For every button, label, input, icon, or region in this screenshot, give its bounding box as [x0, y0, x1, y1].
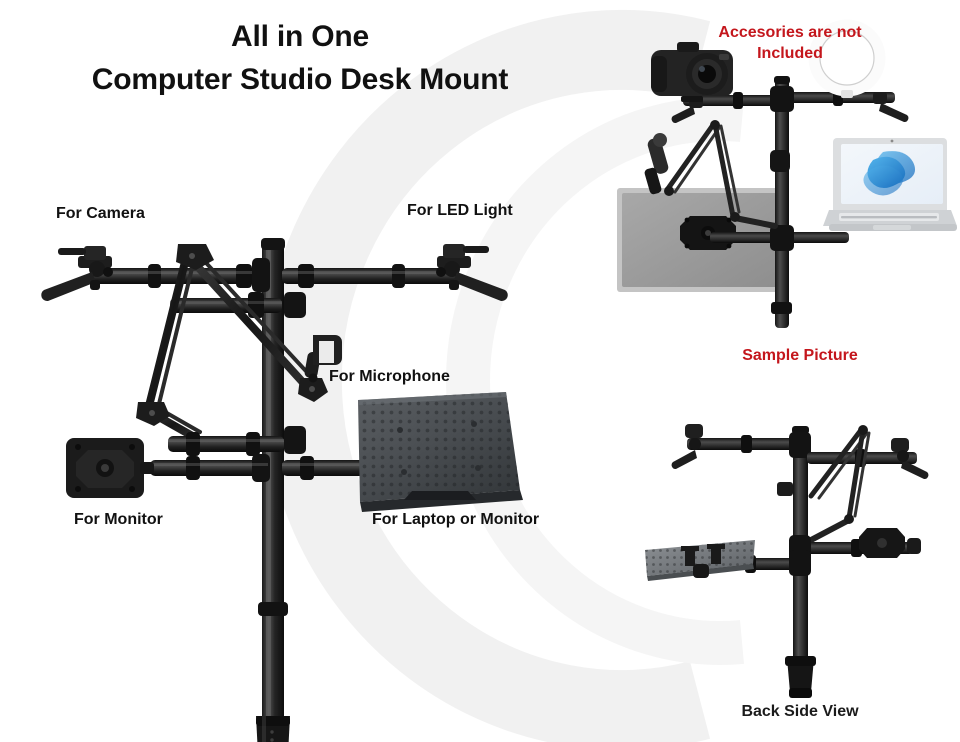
sample-microphone [644, 133, 669, 195]
sample-picture-caption: Sample Picture [742, 347, 858, 364]
callout-label-microphone: For Microphone [329, 368, 450, 385]
callout-label-led: For LED Light [407, 202, 513, 219]
laptop-tray-arm [282, 392, 523, 512]
vesa-mount-plate [66, 438, 154, 498]
sample-laptop [823, 138, 957, 231]
back-side-view-illustration [645, 424, 929, 698]
led-light-arm [282, 244, 508, 302]
microphone-clip-holder [304, 335, 342, 383]
back-upper-left-arm [671, 424, 811, 470]
back-laptop-tray-arm [645, 540, 811, 581]
title-line-1: All in One [230, 20, 369, 53]
sample-microphone-boom [644, 120, 778, 229]
title-line-2: Computer Studio Desk Mount [91, 62, 509, 96]
sample-dslr-camera [651, 42, 733, 102]
boom-mic-joint [298, 378, 328, 402]
mid-support-bar [168, 426, 306, 456]
sample-ring-light [808, 19, 886, 98]
camera-ball-head-mount [41, 246, 113, 302]
sample-vertical-pole [771, 76, 792, 328]
led-ball-head-mount [436, 244, 508, 302]
desk-clamp-base [256, 602, 290, 742]
accessories-notice: Accesories are not Included [690, 22, 890, 64]
back-microphone-boom [777, 425, 871, 543]
back-laptop-tray [645, 540, 755, 581]
boom-apex-joint [176, 244, 214, 270]
microphone-boom-arm [136, 244, 342, 442]
main-product-illustration [41, 238, 523, 742]
windows-11-wallpaper [863, 151, 916, 196]
laptop-tray [358, 392, 523, 512]
boom-lower-joint [136, 402, 170, 426]
accessories-notice-line-2: Included [757, 45, 823, 63]
page-title: All in One Computer Studio Desk Mount [0, 16, 600, 101]
accessories-notice-line-1: Accesories are not [718, 24, 862, 41]
sample-lower-bar [710, 150, 849, 251]
back-side-view-caption: Back Side View [741, 703, 859, 720]
callout-label-monitor: For Monitor [74, 511, 163, 528]
callout-label-camera: For Camera [56, 205, 145, 222]
sample-upper-bar [671, 86, 909, 124]
camera-arm [41, 246, 270, 302]
back-desk-clamp [785, 656, 816, 698]
callout-label-laptop: For Laptop or Monitor [372, 511, 540, 528]
sample-picture-illustration [617, 19, 957, 328]
monitor-arm [66, 438, 270, 498]
